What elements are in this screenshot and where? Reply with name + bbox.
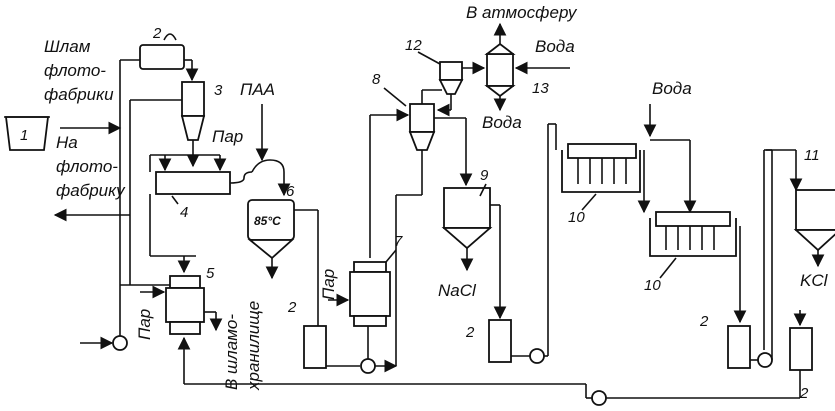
heat-exchanger-5: 5 — [165, 265, 215, 335]
scrubber-13: 13 — [484, 42, 549, 98]
cyclone-12: 12 — [405, 37, 464, 95]
pump-2-top: 2 — [139, 25, 185, 70]
svg-text:В шламо-: В шламо- — [222, 314, 241, 390]
pump-d — [591, 390, 607, 406]
steam-label-4: Пар — [212, 127, 243, 146]
water-label-13-in: Вода — [535, 37, 575, 56]
mixer-4: 4 — [155, 171, 253, 221]
settler-9: 9 — [441, 167, 493, 250]
pump-c — [757, 352, 773, 368]
nacl-label: NaCl — [438, 281, 477, 300]
label-9: 9 — [480, 167, 489, 184]
heated-vessel-6: 85°C 6 — [247, 183, 295, 260]
svg-text:Шлам: Шлам — [44, 37, 91, 56]
to-atmosphere-label: В атмосферу — [466, 3, 578, 22]
pump-bottom-left — [112, 335, 128, 351]
label-2-top: 2 — [152, 25, 162, 42]
settler-2-d: 2 — [789, 327, 813, 402]
paa-label: ПАА — [240, 80, 275, 99]
crystallizer-10-lower: 10 — [644, 211, 737, 294]
pump-b — [529, 348, 545, 364]
heat-exchanger-7: 7 — [349, 233, 403, 327]
temperature-label: 85°C — [254, 214, 281, 228]
svg-text:На: На — [56, 133, 78, 152]
label-2-a: 2 — [287, 299, 297, 316]
settler-11: 11 — [793, 147, 835, 252]
label-10-lower: 10 — [644, 277, 661, 294]
water-label-10: Вода — [652, 79, 692, 98]
sludge-label: Шлам флото- фабрики — [44, 37, 114, 104]
svg-text:фабрику: фабрику — [56, 181, 126, 200]
svg-text:хранилище: хранилище — [244, 301, 263, 391]
to-storage-label: В шламо- хранилище — [222, 301, 263, 391]
label-8: 8 — [372, 71, 381, 88]
svg-text:флото-: флото- — [56, 157, 118, 176]
label-6: 6 — [286, 183, 295, 200]
pump-a — [360, 358, 376, 374]
label-5: 5 — [206, 265, 215, 282]
water-label-13-out: Вода — [482, 113, 522, 132]
crystallizer-10-upper: 10 — [561, 143, 641, 226]
kcl-label: KCl — [800, 271, 829, 290]
label-2-d: 2 — [799, 385, 809, 402]
cyclone-8: 8 — [372, 71, 436, 151]
label-4: 4 — [180, 204, 188, 221]
settler-2-b: 2 — [465, 319, 512, 363]
sludge-container-1: 1 — [4, 116, 50, 151]
settler-2-c: 2 — [699, 313, 751, 369]
return-to-plant-label: На флото- фабрику — [56, 133, 126, 200]
settler-2-a: 2 — [287, 299, 327, 369]
label-3: 3 — [214, 82, 223, 99]
svg-text:фабрики: фабрики — [44, 85, 114, 104]
steam-label-5: Пар — [135, 309, 154, 340]
label-11: 11 — [804, 147, 820, 164]
label-10-upper: 10 — [568, 209, 585, 226]
label-12: 12 — [405, 37, 422, 54]
label-2-b: 2 — [465, 324, 475, 341]
label-2-c: 2 — [699, 313, 709, 330]
cyclone-3: 3 — [180, 81, 223, 141]
label-1: 1 — [20, 127, 28, 144]
svg-text:флото-: флото- — [44, 61, 106, 80]
label-13: 13 — [532, 80, 549, 97]
steam-label-7: Пар — [319, 269, 338, 300]
label-7: 7 — [394, 233, 403, 250]
